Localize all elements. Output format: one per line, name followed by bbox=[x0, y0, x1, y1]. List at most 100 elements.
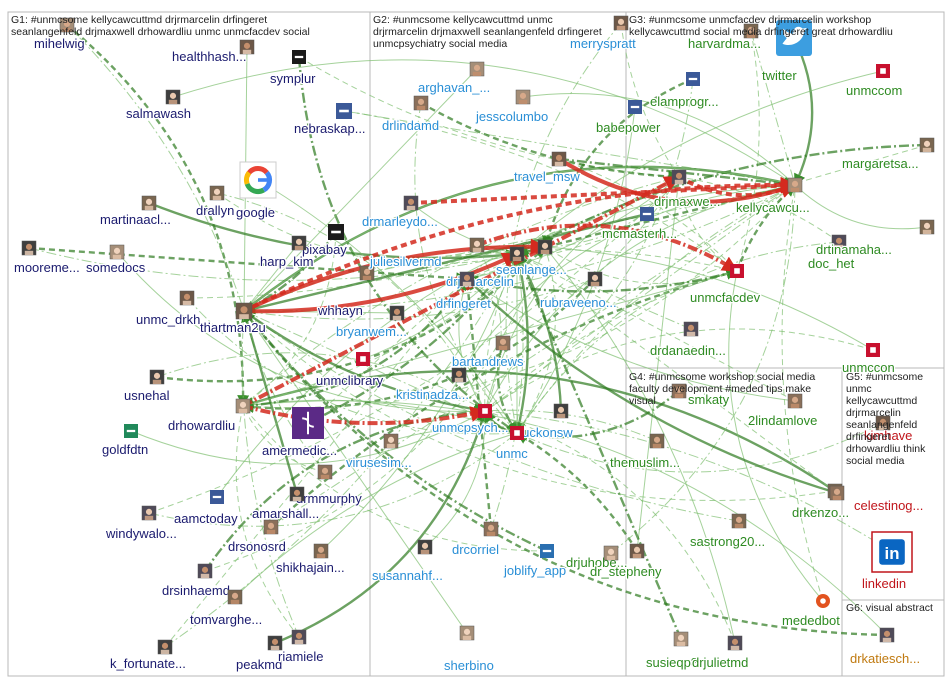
avatar-body bbox=[242, 49, 252, 54]
group-header-g5: drfingeret bbox=[846, 431, 890, 443]
node-rubraveeno[interactable]: rubraveeno... bbox=[539, 271, 618, 311]
node-drsinhaemd[interactable]: drsinhaemd bbox=[161, 563, 231, 599]
node-unmccom[interactable]: unmccom bbox=[845, 64, 904, 99]
node-drcorriel[interactable]: drcorriel bbox=[451, 521, 500, 558]
avatar-face bbox=[455, 370, 463, 377]
avatar-body bbox=[746, 33, 756, 38]
node-drmarleydo[interactable]: drmarleydo... bbox=[361, 195, 439, 230]
node-margaretsa[interactable]: margaretsa... bbox=[841, 137, 935, 172]
node-symplur[interactable]: symplur bbox=[269, 50, 317, 87]
node-celestinog[interactable]: celestinog... bbox=[829, 485, 925, 514]
node-harp_kim[interactable]: harp_kim bbox=[259, 235, 315, 270]
node-themuslim[interactable]: themuslim... bbox=[609, 433, 681, 471]
node-drallyn[interactable]: drallyn bbox=[195, 185, 236, 219]
node-unmccon[interactable]: unmccon bbox=[841, 343, 896, 376]
node-usnehal[interactable]: usnehal bbox=[123, 369, 171, 404]
node-amermedic[interactable]: amermedic... bbox=[261, 407, 338, 459]
node-google[interactable]: google bbox=[235, 161, 277, 221]
node-label: smkaty bbox=[688, 392, 730, 407]
node-amarshall[interactable]: amarshall... bbox=[251, 486, 320, 522]
node-unmc_drkh[interactable]: unmc_drkh... bbox=[135, 290, 212, 328]
logo-mark bbox=[642, 212, 652, 216]
node-healthhash[interactable]: healthhash... bbox=[171, 39, 255, 65]
avatar-body bbox=[62, 27, 72, 32]
node-sastrong20[interactable]: sastrong20... bbox=[689, 513, 766, 550]
node-nebraskap[interactable]: nebraskap... bbox=[293, 103, 367, 137]
node-label: salmawash bbox=[126, 106, 191, 121]
node-harvardma[interactable]: harvardma... bbox=[687, 23, 762, 52]
node-shikhajain[interactable]: shikhajain... bbox=[275, 543, 346, 576]
node-kellycawcu[interactable]: kellycawcu... bbox=[735, 177, 811, 216]
node-unmcpsych[interactable]: unmcpsych... bbox=[431, 404, 510, 436]
node-drkatiesch[interactable]: drkatiesch... bbox=[849, 627, 921, 667]
node-jesscolumbo[interactable]: jesscolumbo bbox=[474, 89, 550, 125]
node-doc_het[interactable]: doc_het bbox=[807, 219, 935, 272]
node-drtinamaha[interactable]: drtinamaha... bbox=[815, 234, 893, 258]
node-virusesim[interactable]: virusesim... bbox=[345, 433, 413, 471]
node-drhowardliu[interactable]: drhowardliu bbox=[167, 398, 251, 434]
node-joblify_app[interactable]: joblify_app bbox=[502, 544, 567, 579]
node-aamctoday[interactable]: aamctoday bbox=[173, 490, 239, 527]
node-whhayn[interactable]: whhayn bbox=[316, 265, 375, 319]
node-salmawash[interactable]: salmawash bbox=[125, 89, 192, 122]
node-moorememd[interactable]: mooreme... bbox=[13, 240, 81, 276]
node-somedocs[interactable]: somedocs bbox=[85, 244, 147, 276]
node-2lindamlove[interactable]: 2lindamlove bbox=[747, 393, 819, 429]
node-babepower[interactable]: babepower bbox=[595, 100, 662, 136]
node-drfingeret[interactable]: drfingeret bbox=[435, 271, 493, 312]
node-bryanwem[interactable]: bryanwem... bbox=[335, 305, 408, 340]
edge-kristinadza-kellycawcu bbox=[458, 182, 796, 376]
node-arghavan[interactable]: arghavan_... bbox=[417, 61, 492, 96]
node-k_fortunate[interactable]: k_fortunate... bbox=[109, 639, 187, 672]
node-stuckonsw[interactable]: stuckonsw bbox=[511, 403, 575, 441]
node-peakmd[interactable]: peakmd bbox=[235, 635, 284, 673]
avatar-face bbox=[879, 418, 887, 425]
node-unmc[interactable]: unmc bbox=[495, 426, 530, 462]
avatar-body bbox=[238, 408, 248, 413]
node-juliesilvermd[interactable]: juliesilvermd bbox=[368, 237, 485, 270]
logo-mark bbox=[630, 105, 640, 109]
node-susieqp8[interactable]: susieqp8 bbox=[645, 631, 699, 671]
node-sherbino[interactable]: sherbino bbox=[443, 625, 495, 674]
node-mcmasterh[interactable]: mcmasterh... bbox=[601, 207, 678, 242]
node-kimhave[interactable]: kimhave bbox=[863, 415, 914, 444]
node-drsonosrd[interactable]: drsonosrd bbox=[227, 519, 287, 555]
node-label: harp_kim bbox=[260, 254, 313, 269]
node-mihelwig[interactable]: mihelwig bbox=[33, 17, 86, 52]
edge-google-unmc bbox=[257, 179, 518, 434]
avatar-face bbox=[653, 436, 661, 443]
node-mededbot[interactable]: mededbot bbox=[781, 594, 841, 629]
node-label: travel_msw bbox=[514, 169, 580, 184]
node-twitter[interactable]: twitter bbox=[761, 20, 812, 84]
node-seanlange[interactable]: seanlange... bbox=[495, 239, 568, 278]
avatar-face bbox=[183, 293, 191, 300]
node-susannahf[interactable]: susannahf... bbox=[371, 539, 444, 584]
node-unmclibrary[interactable]: unmclibrary bbox=[315, 352, 385, 389]
node-pixabay[interactable]: pixabay bbox=[301, 224, 349, 258]
avatar-body bbox=[406, 205, 416, 210]
logo-mark bbox=[212, 495, 222, 499]
group-header-g2: unmcpsychiatry social media bbox=[373, 38, 507, 50]
node-dr_stepheny[interactable]: dr_stepheny bbox=[589, 545, 663, 580]
node-goldfdtn[interactable]: goldfdtn bbox=[101, 424, 150, 458]
node-travel_msw[interactable]: travel_msw bbox=[513, 151, 582, 185]
node-drdanaedin[interactable]: drdanaedin... bbox=[649, 321, 727, 359]
node-unmcfacdev[interactable]: unmcfacdev bbox=[689, 264, 762, 306]
node-bartandrews[interactable]: bartandrews bbox=[451, 335, 525, 370]
node-martinaacl[interactable]: martinaacl... bbox=[99, 195, 172, 228]
avatar-face bbox=[487, 524, 495, 531]
node-thartman2u[interactable]: thartman2u bbox=[199, 302, 267, 336]
node-drmmurphy[interactable]: drmmurphy bbox=[295, 464, 363, 507]
node-drjmaxwell[interactable]: drjmaxwe... bbox=[653, 169, 722, 210]
node-drlindamd[interactable]: drlindamd bbox=[381, 95, 440, 134]
node-windywalo[interactable]: windywalo... bbox=[104, 505, 178, 542]
node-elamprogr[interactable]: elamprogr... bbox=[649, 72, 720, 110]
node-tomvarghe[interactable]: tomvarghe... bbox=[189, 589, 264, 628]
node-drjulietmd[interactable]: drjulietmd bbox=[691, 635, 750, 671]
node-merryspratt[interactable]: merryspratt bbox=[569, 15, 637, 52]
avatar-body bbox=[454, 377, 464, 382]
node-riamiele[interactable]: riamiele bbox=[277, 629, 325, 665]
node-kristinadza[interactable]: kristinadza... bbox=[395, 367, 470, 403]
node-smkaty[interactable]: smkaty bbox=[671, 383, 731, 408]
